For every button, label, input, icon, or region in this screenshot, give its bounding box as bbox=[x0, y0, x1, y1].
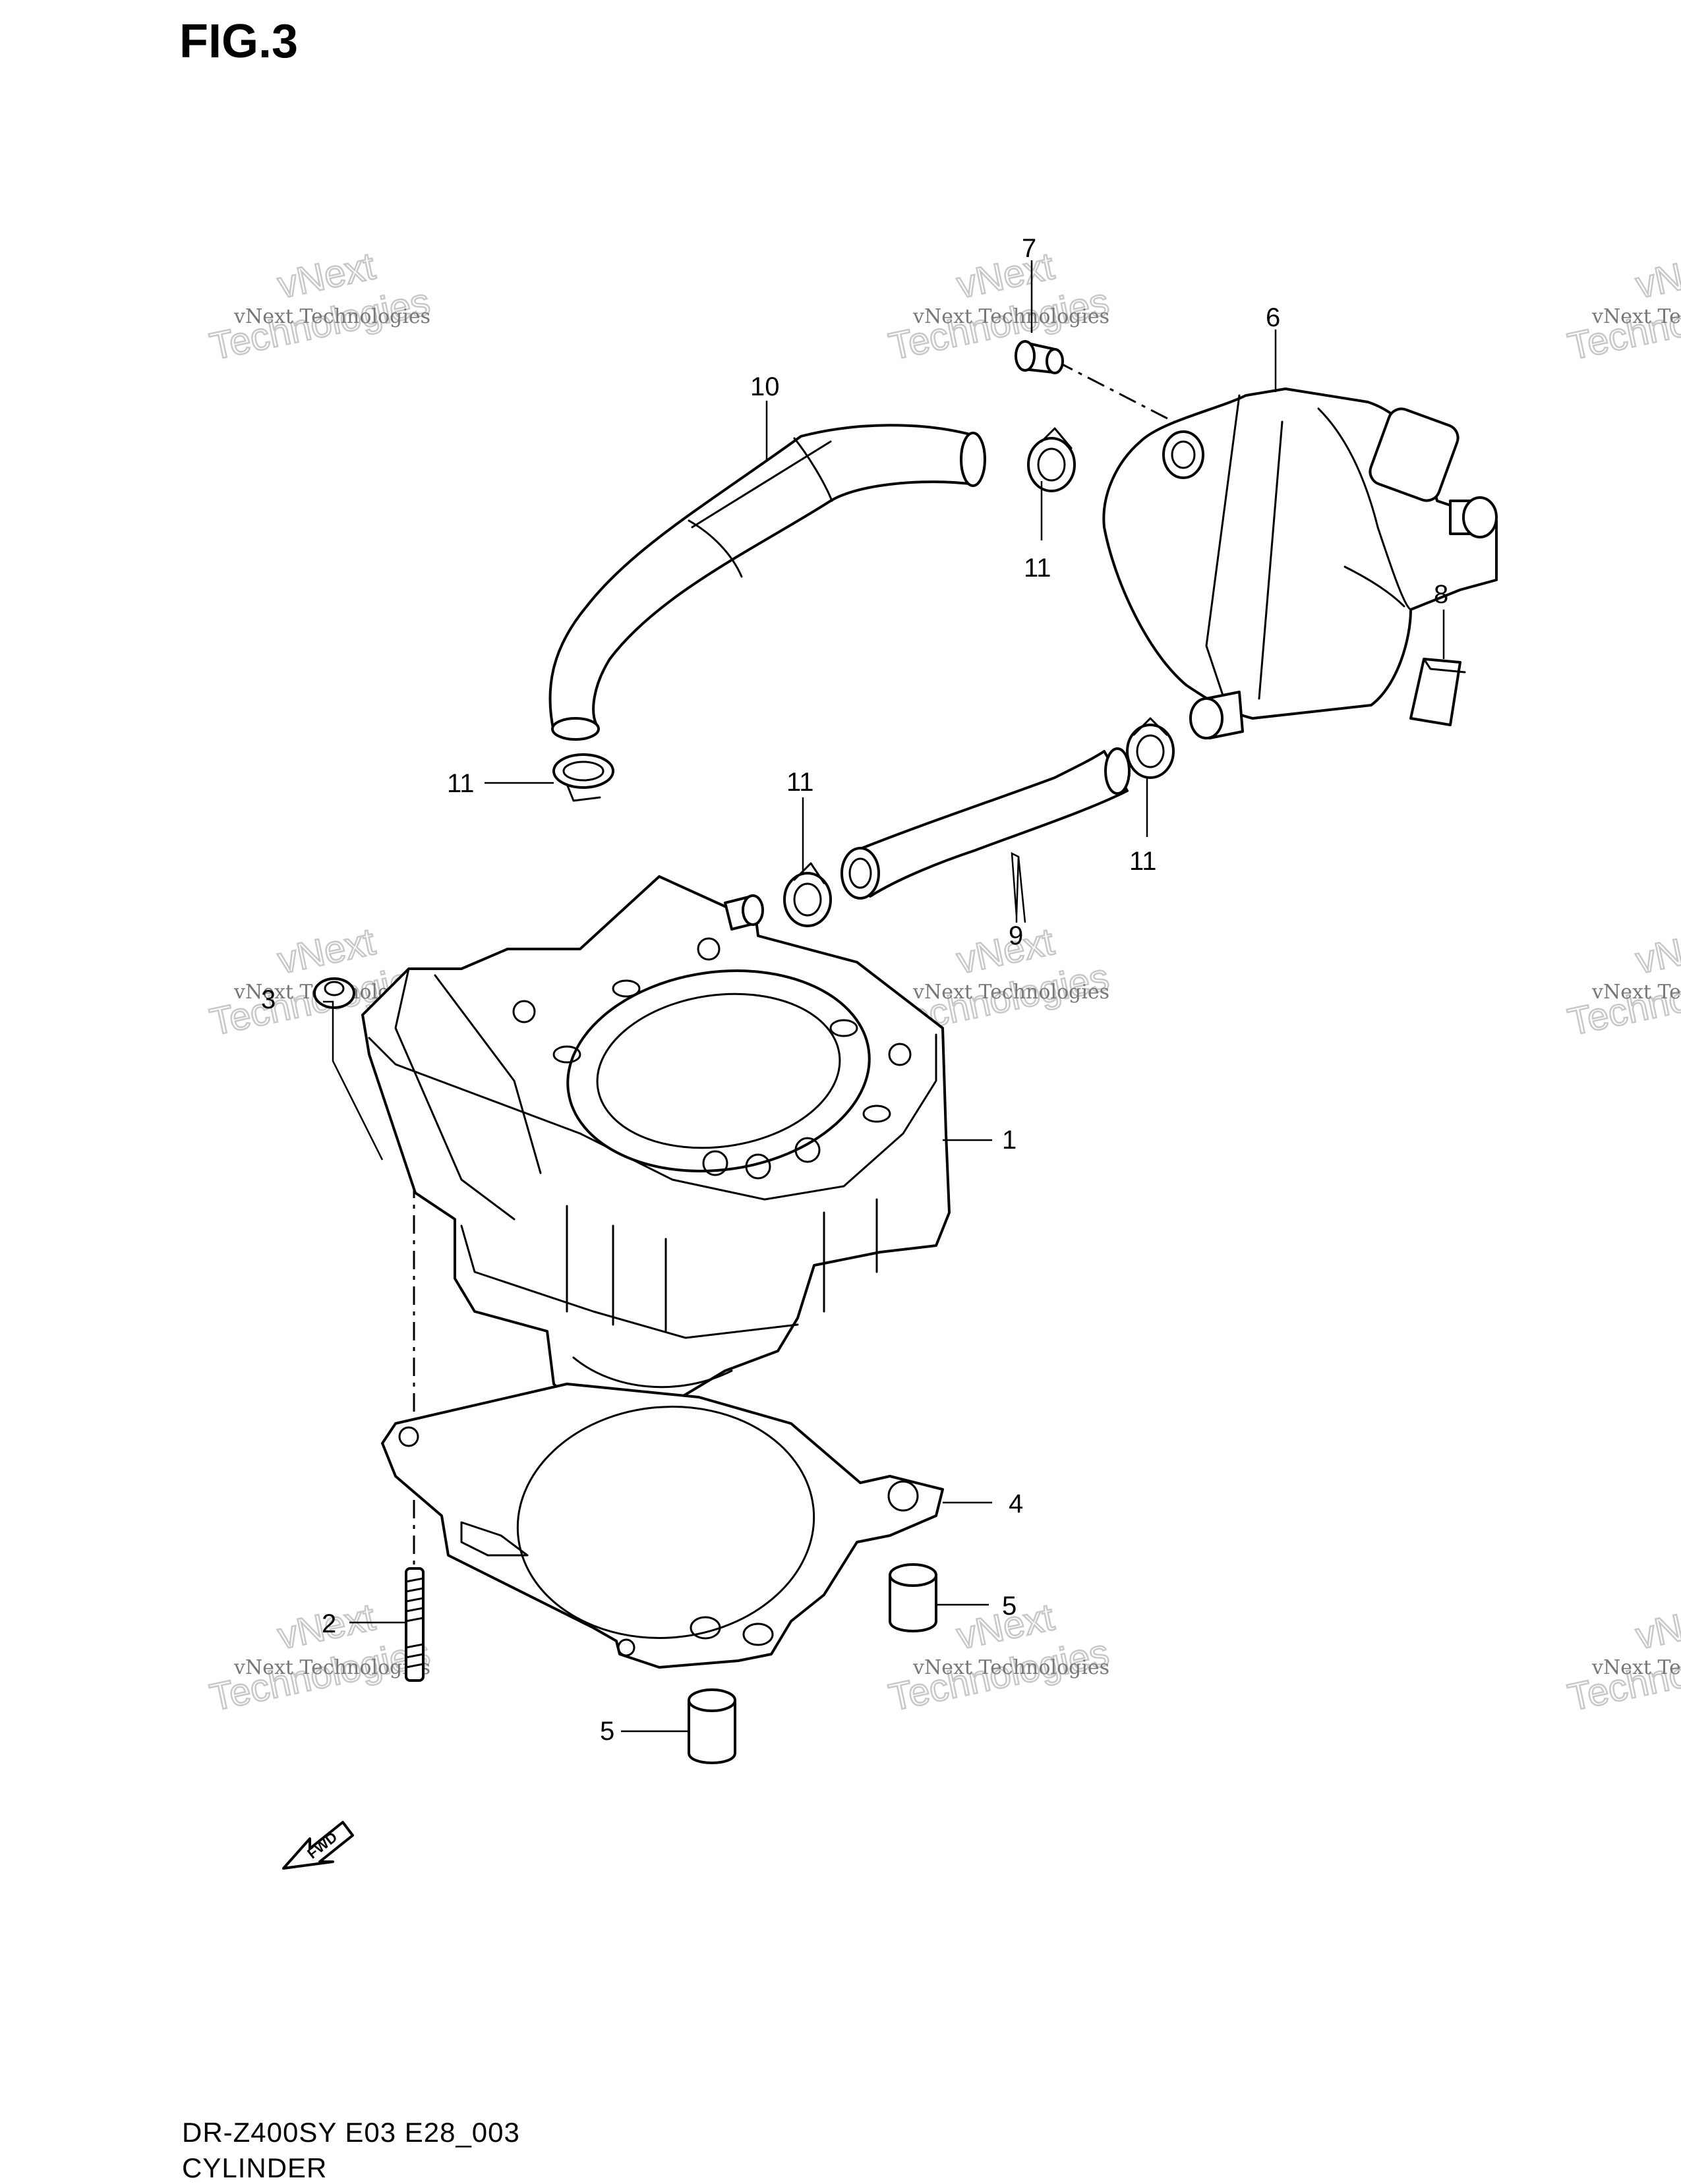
hose-clamp bbox=[552, 753, 614, 802]
cylinder-gasket bbox=[381, 1383, 944, 1669]
figure-title: FIG.3 bbox=[179, 15, 299, 68]
dowel-pin bbox=[889, 1563, 937, 1632]
watermark-text: vNext Technologies bbox=[1591, 981, 1681, 1004]
watermark: vNext Technologies vNext Technologies bbox=[885, 244, 1113, 369]
stud-bolt bbox=[405, 1567, 425, 1682]
callout-8: 8 bbox=[1434, 580, 1448, 609]
breather-nipple bbox=[1015, 340, 1064, 374]
callout-11: 11 bbox=[447, 769, 475, 798]
watermark-text: vNext Technologies bbox=[1591, 305, 1681, 328]
callout-3: 3 bbox=[261, 985, 276, 1014]
watermark-text: vNext Technologies bbox=[912, 305, 1109, 328]
cushion-pad bbox=[1409, 658, 1466, 726]
callout-11: 11 bbox=[1024, 554, 1051, 583]
callout-2: 2 bbox=[322, 1609, 336, 1638]
watermark-vnext: vNext bbox=[1632, 244, 1681, 306]
hose-clamp bbox=[1126, 717, 1175, 779]
watermark-vnext: vNext bbox=[1632, 1595, 1681, 1657]
callout-10: 10 bbox=[750, 372, 780, 401]
callout-1: 1 bbox=[1002, 1126, 1017, 1155]
hose-clamp bbox=[1027, 427, 1076, 492]
alignment-line bbox=[1055, 360, 1187, 430]
callout-11: 11 bbox=[1129, 847, 1157, 876]
cylinder-block bbox=[361, 875, 951, 1412]
leader-lines bbox=[323, 260, 1445, 1733]
watermark: vNext Technologies vNext Technologies bbox=[1564, 244, 1681, 369]
fwd-arrow-icon: FWD bbox=[282, 1821, 354, 1870]
callout-6: 6 bbox=[1266, 303, 1280, 332]
watermark-text: vNext Technologies bbox=[1591, 1656, 1681, 1679]
hose-upper bbox=[548, 424, 986, 741]
watermark-text: vNext Technologies bbox=[912, 981, 1109, 1004]
hose-clamp bbox=[783, 862, 832, 927]
watermark-text: vNext Technologies bbox=[912, 1656, 1109, 1679]
watermark: vNext Technologies vNext Technologies bbox=[206, 1595, 434, 1720]
watermark: vNext Technologies vNext Technologies bbox=[206, 244, 434, 369]
dowel-pin bbox=[688, 1688, 736, 1764]
callout-4: 4 bbox=[1009, 1489, 1023, 1518]
callout-5: 5 bbox=[1002, 1592, 1017, 1621]
breather-case bbox=[1102, 388, 1498, 739]
callout-7: 7 bbox=[1022, 234, 1036, 263]
callout-5: 5 bbox=[600, 1717, 614, 1746]
hose-lower bbox=[840, 747, 1131, 900]
model-code: DR-Z400SY E03 E28_003 bbox=[182, 2117, 520, 2148]
callouts: 1 2 3 4 5 5 6 7 8 9 10 11 11 11 11 11 bbox=[261, 234, 1448, 1746]
nut bbox=[313, 977, 355, 1009]
callout-11: 11 bbox=[786, 768, 814, 797]
watermark-vnext: vNext bbox=[1632, 920, 1681, 982]
watermark: vNext Technologies vNext Technologies bbox=[1564, 919, 1681, 1045]
watermark-text: vNext Technologies bbox=[233, 1656, 430, 1679]
watermark-text: vNext Technologies bbox=[233, 305, 430, 328]
section-name: CYLINDER bbox=[182, 2152, 328, 2183]
watermark: vNext Technologies vNext Technologies bbox=[1564, 1595, 1681, 1720]
callout-9: 9 bbox=[1009, 921, 1023, 950]
